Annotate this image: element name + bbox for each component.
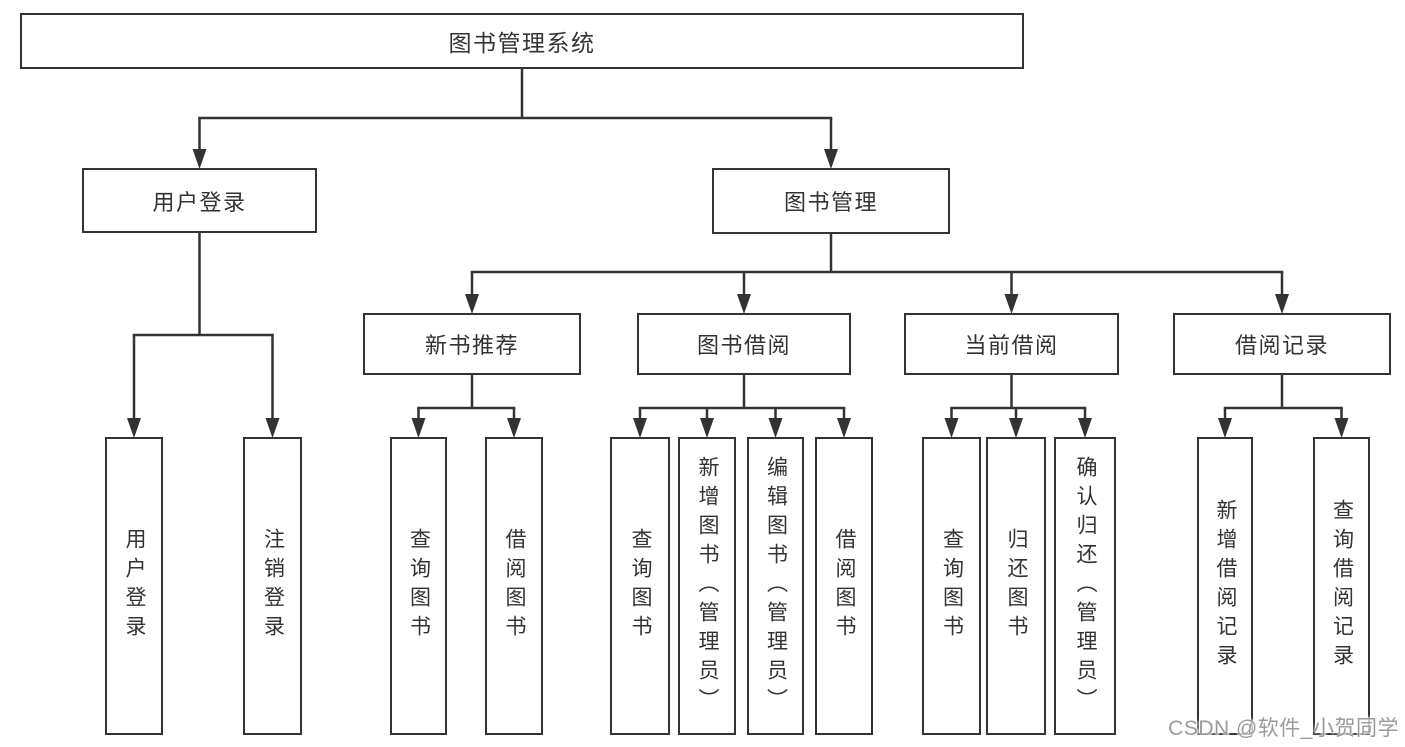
- diagram-node-v-borrow-book-1: 借阅图书: [485, 437, 543, 735]
- diagram-node-user-login: 用户登录: [82, 168, 317, 233]
- diagram-node-borrow-records: 借阅记录: [1173, 313, 1391, 375]
- diagram-node-v-query-book-2: 查询图书: [610, 437, 670, 735]
- diagram-node-v-query-book-3: 查询图书: [922, 437, 981, 735]
- edge-from-borrow-records: [1218, 375, 1349, 438]
- edge-from-new-book-rec: [411, 375, 521, 438]
- edge-from-book-borrow: [633, 375, 851, 438]
- edge-from-user-login: [127, 233, 280, 438]
- diagram-node-v-add-record: 新增借阅记录: [1197, 437, 1253, 735]
- diagram-node-book-mgmt: 图书管理: [712, 168, 950, 234]
- diagram-node-v-user-login: 用户登录: [105, 437, 163, 735]
- diagram-node-v-add-book: 新增图书（管理员）: [678, 437, 736, 735]
- diagram-node-new-book-rec: 新书推荐: [363, 313, 581, 375]
- edge-from-current-borrow: [944, 375, 1092, 438]
- diagram-node-v-query-record: 查询借阅记录: [1313, 437, 1370, 735]
- diagram-node-current-borrow: 当前借阅: [904, 313, 1119, 375]
- diagram-node-v-return-book: 归还图书: [986, 437, 1046, 735]
- edge-from-root: [192, 69, 838, 169]
- diagram-node-root: 图书管理系统: [20, 13, 1024, 69]
- diagram-node-book-borrow: 图书借阅: [637, 313, 851, 375]
- diagram-node-v-logout: 注销登录: [243, 437, 302, 735]
- diagram-node-v-confirm-return: 确认归还（管理员）: [1054, 437, 1116, 735]
- diagram-node-v-query-book-1: 查询图书: [390, 437, 447, 735]
- csdn-watermark: CSDN @软件_小贺同学: [1168, 717, 1399, 740]
- diagram-node-v-edit-book: 编辑图书（管理员）: [747, 437, 804, 735]
- diagram-node-v-borrow-book-2: 借阅图书: [815, 437, 873, 735]
- edge-from-book-mgmt: [465, 234, 1289, 314]
